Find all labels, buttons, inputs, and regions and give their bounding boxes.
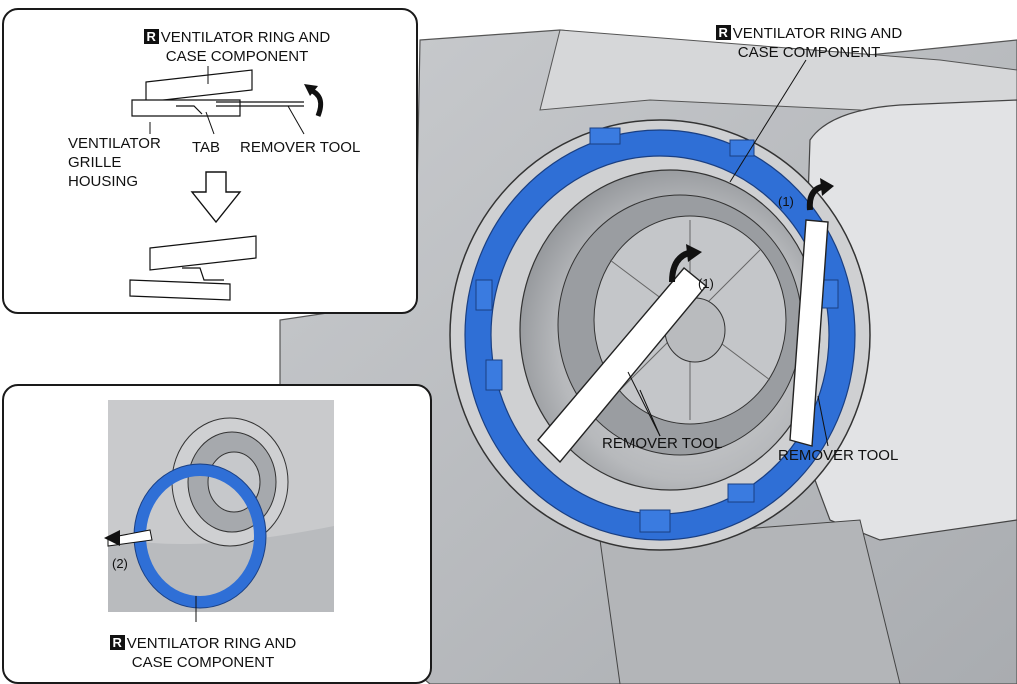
tab-release-diagram [129, 66, 324, 301]
detail-ring-label-line1: VENTILATOR RING AND [160, 29, 331, 46]
main-tool-label-left: REMOVER TOOL [602, 435, 723, 452]
detail-housing-line2: GRILLE [68, 154, 122, 171]
remover-tool-left [537, 267, 707, 464]
down-arrow-icon [190, 171, 242, 224]
detail-housing-line3: HOUSING [68, 173, 139, 190]
main-ring-label-line1: VENTILATOR RING AND [732, 25, 903, 42]
main-tool-label-right: REMOVER TOOL [778, 447, 899, 464]
main-step-right: (1) [778, 194, 794, 209]
ring-removal-inset [104, 400, 334, 622]
inset-step-label: (2) [112, 556, 128, 571]
detail-ring-label-line2: CASE COMPONENT [165, 48, 309, 65]
dashboard-lower-panel [599, 519, 901, 684]
ring-clips [475, 127, 839, 533]
detail-tool-label: REMOVER TOOL [240, 139, 361, 156]
main-ring-label-line2: CASE COMPONENT [737, 44, 881, 61]
dashboard-side-panel [799, 99, 1017, 541]
detail-housing-label: VENTILATOR GRILLE HOUSING [68, 134, 161, 191]
replace-mark-icon: R [715, 25, 731, 40]
inset-pull-arrow [104, 530, 120, 546]
inset-ring-label-line1: VENTILATOR RING AND [126, 635, 297, 652]
main-step-left: (1) [698, 276, 714, 291]
detail-tab-label: TAB [192, 139, 221, 156]
inset-ring-label-line2: CASE COMPONENT [131, 654, 275, 671]
remover-tool-right [789, 219, 829, 447]
detail-housing-line1: VENTILATOR [68, 135, 161, 152]
replace-mark-icon: R [143, 29, 159, 44]
replace-mark-icon: R [109, 635, 125, 650]
